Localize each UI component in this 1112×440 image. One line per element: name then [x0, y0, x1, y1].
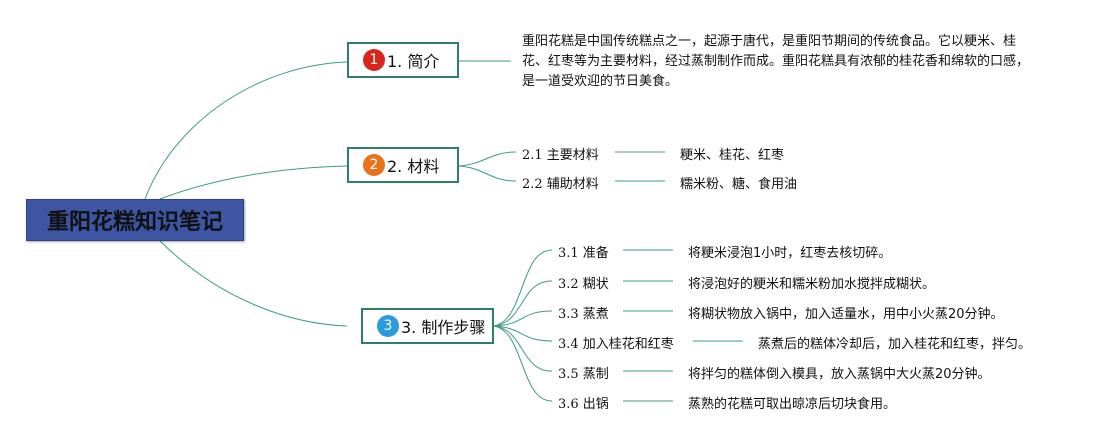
edge-materials-2: [458, 165, 517, 182]
step-item-value: 蒸煮后的糕体冷却后，加入桂花和红枣，拌匀。: [758, 337, 1032, 352]
step-item-label: 3.5 蒸制: [558, 367, 609, 382]
number-three-icon: 3: [377, 315, 399, 337]
material-item-value: 糯米粉、糖、食用油: [680, 177, 798, 192]
edge-root-materials: [159, 165, 348, 200]
step-item-value: 将粳米浸泡1小时，红枣去核切碎。: [688, 246, 892, 261]
branch-intro-label: 1. 简介: [387, 52, 440, 71]
material-item-label: 2.1 主要材料: [522, 148, 599, 163]
step-item-value: 将拌匀的糕体倒入模具，放入蒸锅中大火蒸20分钟。: [688, 367, 991, 382]
step-item-value: 蒸熟的花糕可取出晾凉后切块食用。: [688, 397, 897, 412]
edge-steps-1: [493, 249, 553, 327]
branch-steps[interactable]: 3 3. 制作步骤: [361, 308, 494, 344]
edge-steps-6: [493, 325, 553, 402]
branch-materials-label: 2. 材料: [387, 157, 440, 176]
material-item-value: 粳米、桂花、红枣: [680, 148, 785, 163]
number-two-icon: 2: [363, 154, 385, 176]
branch-steps-label: 3. 制作步骤: [401, 318, 486, 337]
root-node[interactable]: 重阳花糕知识笔记: [26, 199, 244, 241]
material-item-label: 2.2 辅助材料: [522, 177, 599, 192]
step-item-value: 将浸泡好的粳米和糯米粉加水搅拌成糊状。: [688, 277, 936, 292]
edge-steps-2: [493, 280, 553, 327]
branch-materials[interactable]: 2 2. 材料: [347, 147, 459, 183]
step-item-label: 3.6 出锅: [558, 397, 609, 412]
step-item-label: 3.2 糊状: [558, 277, 609, 292]
edge-root-steps: [159, 240, 348, 327]
intro-description: 重阳花糕是中国传统糕点之一，起源于唐代，是重阳节期间的传统食品。它以粳米、桂花、…: [522, 34, 1030, 89]
number-one-icon: 1: [363, 49, 385, 71]
branch-intro[interactable]: 1 1. 简介: [347, 42, 459, 78]
edge-steps-4: [493, 325, 553, 342]
step-item-label: 3.1 准备: [558, 246, 609, 261]
step-item-value: 将糊状物放入锅中，加入适量水，用中小火蒸20分钟。: [688, 307, 1004, 322]
root-title: 重阳花糕知识笔记: [46, 210, 223, 235]
step-item-label: 3.4 加入桂花和红枣: [558, 337, 674, 352]
edge-materials-1: [458, 151, 517, 167]
edge-root-intro: [144, 61, 348, 200]
step-item-label: 3.3 蒸煮: [558, 307, 609, 322]
edge-steps-3: [493, 310, 553, 327]
edge-steps-5: [493, 325, 553, 372]
